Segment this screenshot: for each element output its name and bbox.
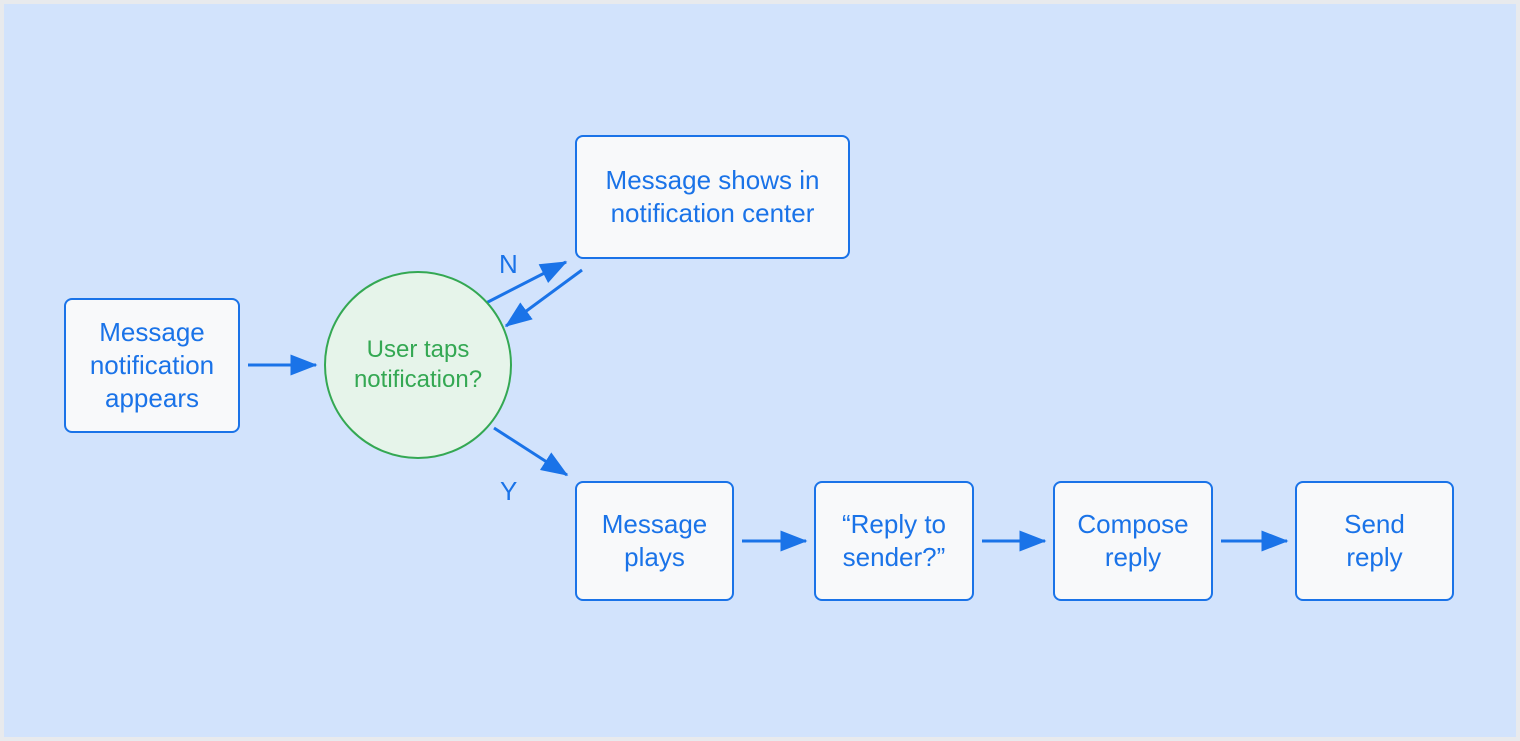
- node-label: “Reply to sender?”: [841, 509, 947, 572]
- node-message-plays[interactable]: Message plays: [575, 481, 734, 601]
- edge-label-no: N: [499, 249, 518, 279]
- node-message-notification-appears[interactable]: Message notification appears: [64, 298, 240, 433]
- node-label: Compose reply: [1077, 509, 1189, 572]
- node-label: Message plays: [601, 509, 708, 572]
- node-compose-reply[interactable]: Compose reply: [1053, 481, 1213, 601]
- node-user-taps-notification-decision[interactable]: User taps notification?: [324, 271, 512, 459]
- edge-decision-to-notif-center: [485, 260, 568, 305]
- edge-decision-to-message-plays: [493, 426, 569, 477]
- edge-label-yes: Y: [500, 476, 518, 506]
- node-message-shows-in-notification-center[interactable]: Message shows in notification center: [575, 135, 850, 259]
- node-label: Message notification appears: [89, 317, 215, 413]
- node-reply-to-sender-prompt[interactable]: “Reply to sender?”: [814, 481, 974, 601]
- node-label: Send reply: [1344, 509, 1405, 572]
- node-send-reply[interactable]: Send reply: [1295, 481, 1454, 601]
- node-label: User taps notification?: [353, 335, 483, 393]
- node-label: Message shows in notification center: [605, 165, 820, 228]
